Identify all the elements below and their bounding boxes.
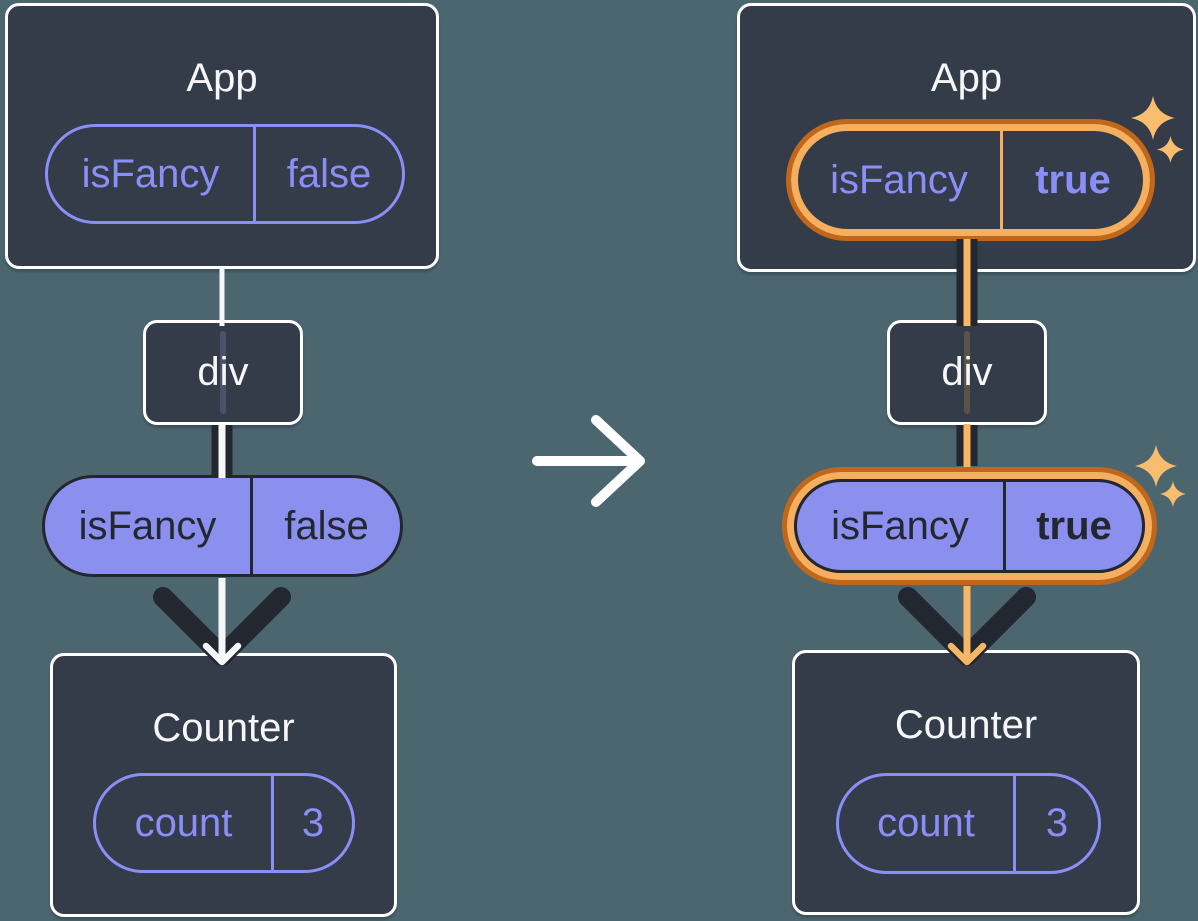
after-app-card: App isFancy true	[737, 3, 1196, 272]
before-counter-card: Counter count 3	[50, 653, 397, 917]
div-label: div	[197, 350, 249, 394]
prop-name: isFancy	[78, 503, 217, 548]
after-div-card: div	[887, 320, 1047, 425]
prop-value: true	[1003, 482, 1142, 570]
state-name: count	[877, 801, 975, 845]
after-prop-pill: isFancy true	[794, 479, 1145, 573]
state-name: isFancy	[830, 157, 968, 202]
state-value: true	[1000, 131, 1143, 229]
state-value: false	[253, 127, 402, 221]
div-label: div	[941, 350, 993, 394]
state-name: isFancy	[81, 151, 220, 196]
before-app-state-pill: isFancy false	[45, 124, 405, 224]
before-counter-state-pill: count 3	[93, 773, 355, 873]
before-app-card: App isFancy false	[5, 3, 439, 269]
component-title: Counter	[152, 706, 295, 750]
before-prop-pill: isFancy false	[42, 475, 403, 577]
render-line-trace	[964, 331, 970, 414]
state-value: 3	[271, 776, 352, 870]
after-counter-card: Counter count 3	[792, 650, 1140, 915]
after-prop-pill-highlight: isFancy true	[782, 467, 1157, 585]
arrow-down-icon	[153, 578, 291, 666]
arrow-right-icon	[532, 415, 645, 507]
render-line-trace	[220, 331, 226, 414]
before-div-card: div	[143, 320, 303, 425]
highlight-ring: isFancy true	[787, 472, 1152, 580]
state-name: count	[134, 800, 233, 845]
component-title: App	[930, 56, 1003, 100]
prop-value: false	[250, 478, 400, 574]
component-title: App	[186, 56, 258, 100]
after-app-state-pill-highlight: isFancy true	[786, 119, 1155, 241]
prop-name: isFancy	[831, 503, 969, 548]
after-counter-state-pill: count 3	[836, 773, 1101, 874]
component-title: Counter	[894, 703, 1038, 747]
state-value: 3	[1013, 776, 1098, 871]
highlight-ring: isFancy true	[791, 124, 1150, 236]
after-app-state-pill: isFancy true	[798, 131, 1143, 229]
